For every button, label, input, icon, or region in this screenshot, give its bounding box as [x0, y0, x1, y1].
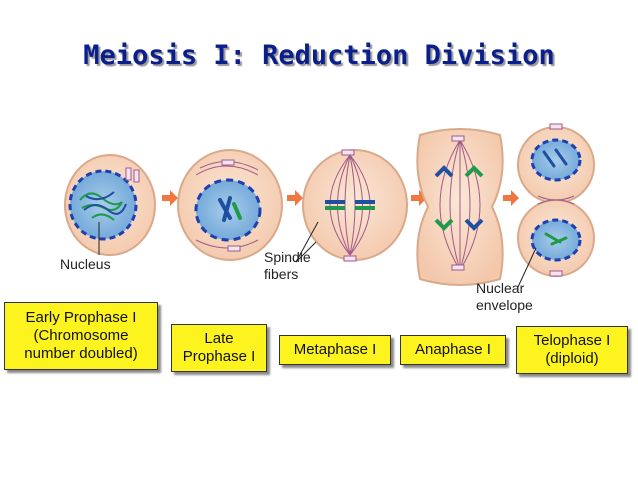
cell-late-prophase	[177, 149, 283, 261]
label-nuclear-line2: envelope	[476, 297, 533, 313]
stage-label-line: Early Prophase I	[25, 309, 137, 326]
stage-label-line: Telophase I	[533, 332, 611, 349]
cell-metaphase	[295, 149, 408, 263]
stage-label-line: Anaphase I	[415, 341, 491, 358]
stage-label-line: number doubled)	[24, 345, 138, 362]
stage-label-anaphase: Anaphase I	[400, 335, 506, 365]
cell-telophase	[517, 123, 595, 288]
stage-label-line: (Chromosome	[33, 327, 129, 344]
stage-label-late-prophase: Late Prophase I	[171, 324, 267, 372]
label-spindle-line1: Spindle	[264, 249, 311, 265]
page-title: Meiosis I: Reduction Division	[83, 40, 555, 71]
cell-early-prophase	[64, 154, 156, 256]
label-nucleus: Nucleus	[60, 256, 111, 272]
label-nuclear-envelope: Nuclear envelope	[476, 280, 533, 314]
label-spindle-line2: fibers	[264, 266, 299, 282]
stage-label-telophase: Telophase I (diploid)	[516, 326, 628, 374]
label-spindle-fibers: Spindle fibers	[264, 249, 311, 283]
stage-label-line: Metaphase I	[293, 341, 377, 358]
arrow-icon	[287, 190, 303, 206]
arrow-icon	[162, 190, 178, 206]
arrow-icon	[503, 190, 519, 206]
cell-anaphase	[416, 128, 504, 286]
stage-label-metaphase: Metaphase I	[279, 335, 391, 365]
label-nuclear-line1: Nuclear	[476, 280, 525, 296]
stage-label-line: Prophase I	[182, 348, 256, 365]
stage-label-line: (diploid)	[545, 350, 599, 367]
stage-label-early-prophase: Early Prophase I (Chromosome number doub…	[4, 302, 158, 370]
stage-label-line: Late	[204, 330, 234, 347]
